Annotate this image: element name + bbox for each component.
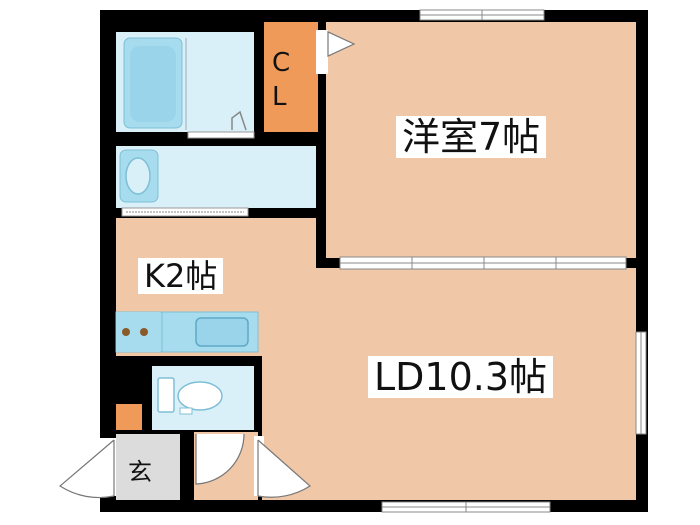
living-dining-label: LD10.3帖 (368, 356, 554, 398)
toilet-paper (179, 407, 193, 415)
closet-label-l: L (272, 82, 287, 112)
bathroom-door-arc (231, 110, 247, 131)
entrance-floor (116, 434, 180, 500)
stove-burner-left (122, 328, 130, 336)
shoe-cabinet (116, 404, 142, 430)
toilet-tank (157, 377, 175, 413)
side-door-swing (257, 439, 311, 498)
western-room-door-gap (316, 30, 328, 74)
wash-basin (125, 157, 151, 195)
kitchen-sink (195, 317, 249, 347)
western-room-door-swing (327, 31, 356, 57)
closet (264, 22, 318, 132)
entrance-label: 玄 (128, 458, 152, 486)
toilet-door-swing (195, 433, 245, 485)
kitchen-label: K2帖 (138, 258, 224, 294)
bathtub-basin (130, 46, 176, 122)
stove-burner-right (140, 328, 148, 336)
bathroom-door-track (187, 131, 255, 139)
closet-label-c: C (272, 48, 291, 78)
western-room-label: 洋室7帖 (396, 116, 547, 158)
toilet-bowl (177, 381, 223, 411)
entrance-door-swing (58, 439, 115, 499)
